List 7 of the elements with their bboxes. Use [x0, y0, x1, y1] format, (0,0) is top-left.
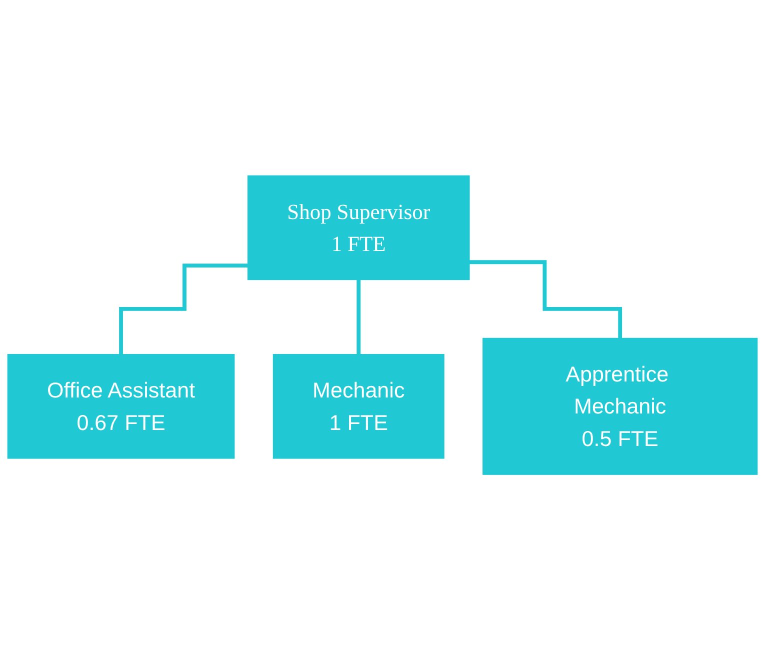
- connector: [119, 263, 248, 356]
- node-box: Apprentice Mechanic 0.5 FTE: [482, 338, 758, 475]
- connector: [469, 260, 622, 340]
- node-box: Shop Supervisor 1 FTE: [247, 175, 470, 280]
- node-box: Mechanic 1 FTE: [272, 354, 444, 459]
- node-box: Office Assistant 0.67 FTE: [7, 354, 235, 459]
- connector: [356, 278, 361, 356]
